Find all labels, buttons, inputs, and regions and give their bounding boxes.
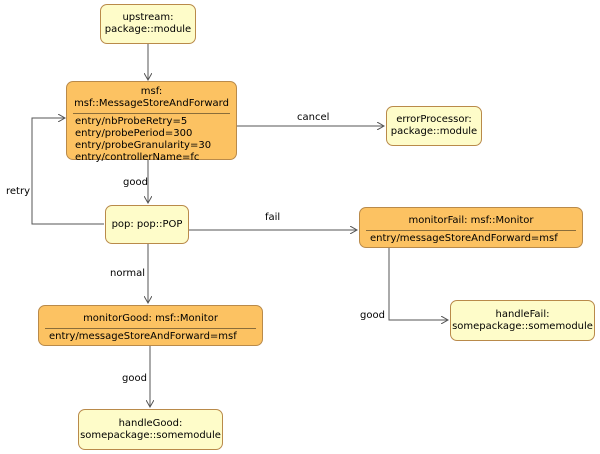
node-msf-attrs: entry/nbProbeRetry=5 entry/probePeriod=3… bbox=[67, 116, 236, 164]
edge-retry bbox=[31, 118, 104, 225]
edge-label-good: good bbox=[122, 373, 147, 384]
edge-label-cancel: cancel bbox=[297, 112, 330, 123]
node-monitorfail[interactable]: monitorFail: msf::Monitor entry/messageS… bbox=[359, 207, 583, 248]
node-monitorgood-divider bbox=[45, 328, 256, 329]
node-msf[interactable]: msf: msf::MessageStoreAndForward entry/n… bbox=[66, 81, 237, 163]
node-upstream[interactable]: upstream: package::module bbox=[100, 4, 196, 44]
node-monitorfail-attrs: entry/messageStoreAndForward=msf bbox=[360, 233, 582, 245]
edge-label-fail: fail bbox=[265, 212, 281, 223]
node-pop-line1: pop: pop::POP bbox=[111, 219, 183, 230]
node-msf-attr: entry/probePeriod=300 bbox=[75, 128, 193, 139]
node-msf-line1: msf: bbox=[140, 86, 163, 97]
edge-label-retry: retry bbox=[6, 186, 30, 197]
node-upstream-line1: upstream: bbox=[122, 12, 174, 23]
node-msf-divider bbox=[73, 113, 230, 114]
node-errorprocessor-line1: errorProcessor: bbox=[396, 114, 472, 125]
node-monitorfail-attr: entry/messageStoreAndForward=msf bbox=[370, 233, 558, 244]
node-upstream-line2: package::module bbox=[104, 24, 192, 35]
node-handlefail[interactable]: handleFail: somepackage::somemodule bbox=[450, 300, 595, 341]
node-handlegood[interactable]: handleGood: somepackage::somemodule bbox=[78, 409, 223, 450]
node-msf-attr: entry/probeGranularity=30 bbox=[75, 140, 212, 151]
node-msf-attr: entry/nbProbeRetry=5 bbox=[75, 116, 188, 127]
node-monitorfail-line1: monitorFail: msf::Monitor bbox=[408, 215, 534, 226]
node-pop[interactable]: pop: pop::POP bbox=[105, 205, 189, 244]
edge-label-good: good bbox=[123, 177, 148, 188]
node-monitorgood-attr: entry/messageStoreAndForward=msf bbox=[49, 331, 237, 342]
edge-label-normal: normal bbox=[110, 268, 146, 279]
node-monitorgood[interactable]: monitorGood: msf::Monitor entry/messageS… bbox=[38, 305, 263, 346]
node-msf-line2: msf::MessageStoreAndForward bbox=[74, 98, 229, 109]
node-errorprocessor[interactable]: errorProcessor: package::module bbox=[386, 106, 482, 146]
edge-label-good: good bbox=[360, 310, 385, 321]
node-monitorgood-attrs: entry/messageStoreAndForward=msf bbox=[39, 331, 262, 343]
node-monitorgood-line1: monitorGood: msf::Monitor bbox=[83, 313, 218, 324]
node-handlegood-line2: somepackage::somemodule bbox=[80, 430, 221, 441]
node-msf-attr: entry/controllerName=fc bbox=[75, 152, 200, 163]
node-handlegood-line1: handleGood: bbox=[118, 418, 183, 429]
node-monitorfail-divider bbox=[366, 230, 576, 231]
node-handlefail-line2: somepackage::somemodule bbox=[452, 321, 593, 332]
edge-monitorfail-handlefail bbox=[388, 248, 448, 320]
node-errorprocessor-line2: package::module bbox=[390, 126, 478, 137]
node-handlefail-line1: handleFail: bbox=[495, 309, 550, 320]
